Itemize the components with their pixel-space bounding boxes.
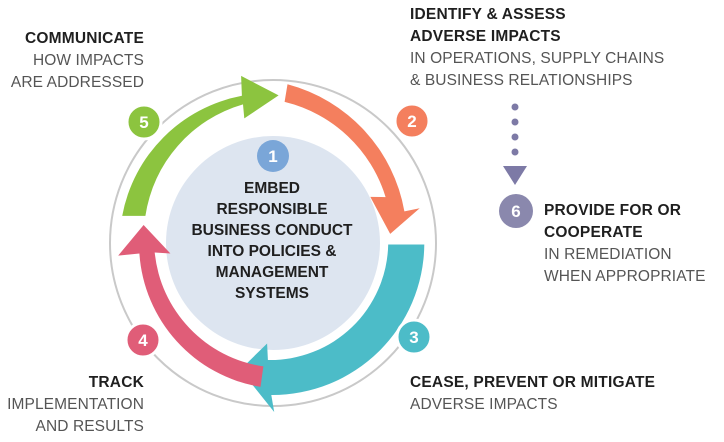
dotted-connector [511, 103, 519, 156]
step-3-label: CEASE, PREVENT OR MITIGATE ADVERSE IMPAC… [410, 372, 655, 416]
step-6-title: COOPERATE [544, 224, 643, 241]
step-4-title: TRACK [88, 374, 144, 391]
center-disc [166, 136, 380, 350]
center-step-text: EMBED RESPONSIBLE BUSINESS CONDUCT INTO … [184, 178, 360, 304]
step-badge-1: 1 [257, 140, 289, 172]
step-number-2: 2 [407, 112, 416, 131]
step-4-subtitle: AND RESULTS [35, 418, 144, 435]
step-3-title: CEASE, PREVENT OR MITIGATE [410, 374, 656, 391]
step-number-4: 4 [138, 331, 148, 350]
center-line: EMBED [244, 180, 300, 197]
connector-arrowhead [503, 166, 527, 185]
arrow-step2-to-3 [284, 84, 420, 234]
step-4-label: TRACK IMPLEMENTATION AND RESULTS [7, 372, 144, 438]
center-line: BUSINESS CONDUCT [191, 222, 353, 239]
step-6-title: PROVIDE FOR OR [544, 202, 682, 219]
step-6-subtitle: WHEN APPROPRIATE [544, 268, 706, 285]
step-badge-2: 2 [393, 102, 431, 140]
arrow-step4-to-5 [118, 225, 264, 387]
step-2-title: ADVERSE IMPACTS [410, 28, 561, 45]
step-2-label: IDENTIFY & ASSESS ADVERSE IMPACTS IN OPE… [410, 4, 664, 92]
center-line: RESPONSIBLE [216, 201, 328, 218]
step-2-subtitle: & BUSINESS RELATIONSHIPS [410, 72, 633, 89]
step-5-subtitle: HOW IMPACTS [32, 52, 144, 69]
center-line: INTO POLICIES & [207, 243, 337, 260]
step-3-subtitle: ADVERSE IMPACTS [410, 396, 558, 413]
center-line: MANAGEMENT SYSTEMS [215, 264, 329, 302]
step-badge-6: 6 [499, 194, 533, 228]
step-5-subtitle: ARE ADDRESSED [10, 74, 144, 91]
step-5-label: COMMUNICATE HOW IMPACTS ARE ADDRESSED [11, 28, 144, 94]
step-number-5: 5 [139, 113, 148, 132]
arrow-step5-to-2 [122, 75, 279, 216]
arrow-step3-to-4 [240, 244, 425, 412]
step-4-subtitle: IMPLEMENTATION [7, 396, 144, 413]
step-badge-3: 3 [395, 318, 433, 356]
step-6-subtitle: IN REMEDIATION [544, 246, 672, 263]
step-badge-5: 5 [125, 103, 163, 141]
step-number-6: 6 [511, 202, 520, 221]
step-2-title: IDENTIFY & ASSESS [410, 6, 566, 23]
step-badge-4: 4 [124, 321, 162, 359]
step-5-title: COMMUNICATE [24, 30, 144, 47]
step-6-label: PROVIDE FOR OR COOPERATE IN REMEDIATION … [544, 200, 706, 288]
step-number-3: 3 [409, 328, 418, 347]
step-2-subtitle: IN OPERATIONS, SUPPLY CHAINS [410, 50, 665, 67]
step-number-1: 1 [268, 147, 277, 166]
